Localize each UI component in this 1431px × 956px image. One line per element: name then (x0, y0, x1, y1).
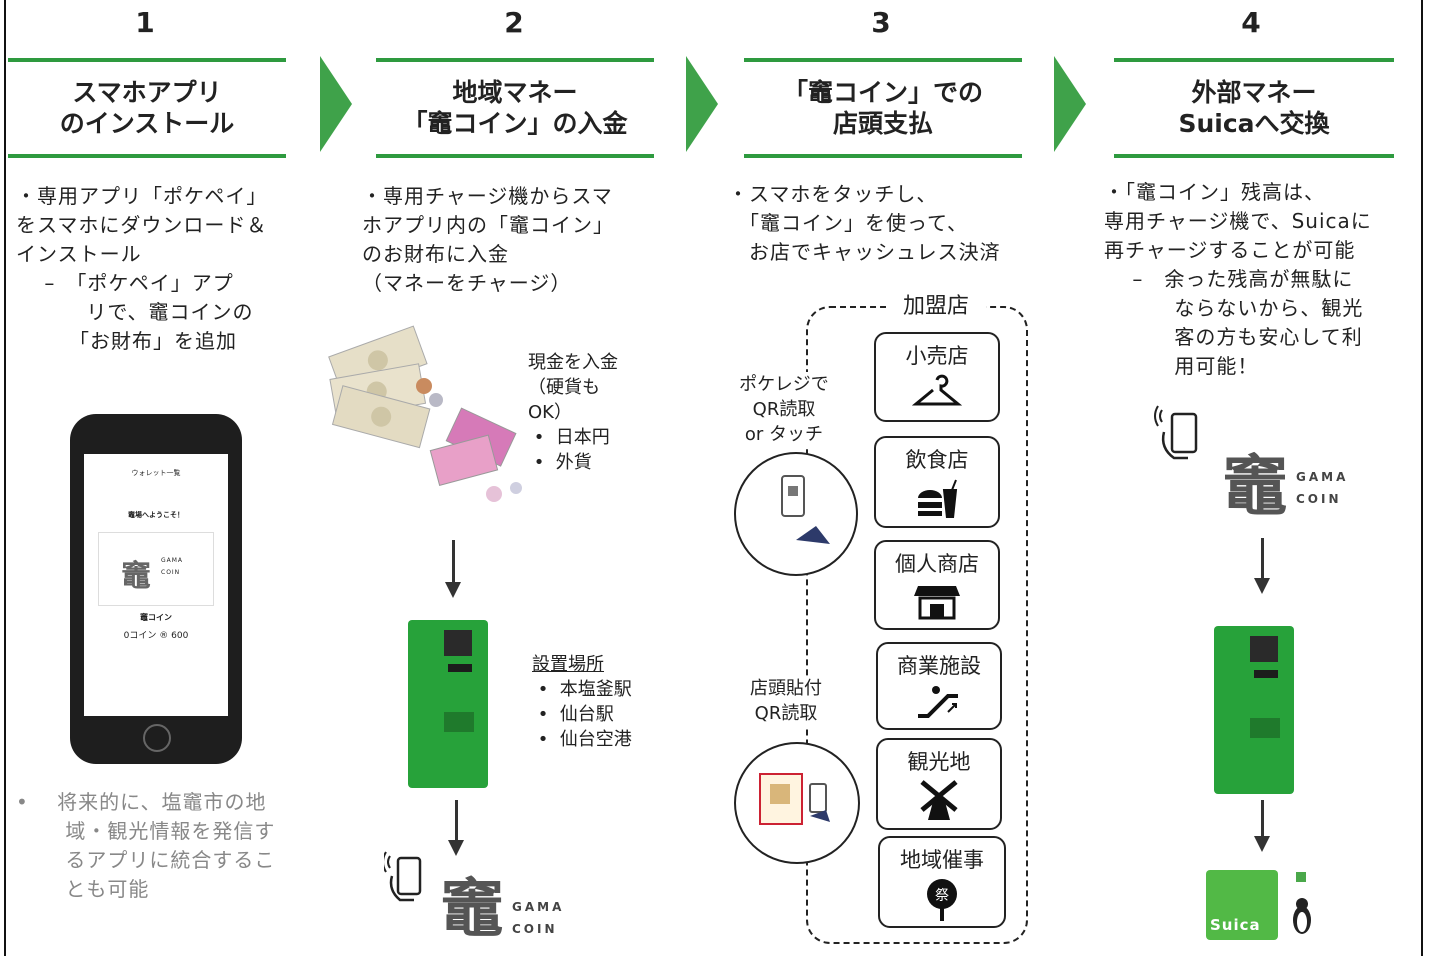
step-arrow-icon (686, 56, 718, 152)
step-2-number: 2 (504, 6, 524, 39)
phone-coin-card: 竈 GAMA COIN (98, 532, 214, 606)
fast-food-icon (918, 479, 958, 518)
step-4-title-line2: Suicaへ交換 (1178, 109, 1330, 138)
qr-scan-circle (734, 452, 858, 576)
down-arrow-icon (445, 582, 461, 598)
member-stores-title: 加盟店 (886, 292, 986, 322)
gamacoin-logo-gama: GAMA (512, 900, 565, 914)
phone-touch-icon (384, 851, 422, 902)
phone-logo-coin: COIN (161, 569, 181, 576)
suica-card: Suica (1206, 870, 1278, 940)
install-location-list: • 本塩釜駅 • 仙台駅 • 仙台空港 (537, 679, 632, 750)
storefront-qr-note: 店頭貼付 QR読取 (734, 676, 838, 726)
gamacoin-logo-coin: COIN (512, 922, 558, 936)
step-4-number: 4 (1241, 6, 1261, 39)
cash-deposit-note: 現金を入金 （硬貨も OK） • 日本円 • 外貨 (528, 352, 618, 473)
step-3-description: ・スマホをタッチし、 「竈コイン」を使って、 お店でキャッシュレス決済 (728, 182, 1001, 264)
machine-tray (444, 712, 474, 732)
flow-arrow-shaft (1261, 800, 1264, 840)
member-tourist-label: 観光地 (907, 750, 971, 774)
cash-and-coins-icon (328, 325, 522, 502)
machine-slot (448, 664, 472, 672)
gamacoin-logo-icon: 竈 (1222, 447, 1288, 525)
down-arrow-icon (1254, 578, 1270, 594)
home-button-icon (143, 724, 171, 752)
member-restaurant: 飲食店 (874, 436, 1000, 528)
penguin-icon (1293, 872, 1311, 934)
smartphone-image: ウォレット一覧 竈場へようこそ！ 竈 GAMA COIN 竈コイン 0コイン ®… (70, 414, 242, 764)
step-1-header: スマホアプリ のインストール (8, 58, 286, 158)
gamacoin-logo-icon: 竈 (440, 872, 504, 947)
step-1-title-line2: のインストール (59, 109, 235, 138)
flow-arrow-shaft (452, 540, 455, 586)
step-3-number: 3 (871, 6, 891, 39)
phone-logo-gama: GAMA (161, 557, 184, 564)
member-private-shop: 個人商店 (874, 540, 1000, 630)
step-2-header: 地域マネー 「竈コイン」の入金 (376, 58, 654, 158)
phone-welcome: 竈場へようこそ！ (128, 511, 184, 519)
phone-touch-icon (1154, 405, 1198, 460)
member-restaurant-label: 飲食店 (905, 448, 969, 472)
escalator-icon (918, 686, 958, 718)
member-retail-label: 小売店 (905, 344, 969, 368)
step-arrow-icon (1054, 56, 1086, 152)
charge-machine-icon (408, 620, 488, 788)
phone-wallet-title: ウォレット一覧 (131, 469, 181, 477)
machine-screen (1250, 636, 1278, 662)
flow-arrow-shaft (455, 800, 458, 844)
phone-coin-label: 竈コイン (140, 613, 172, 622)
step-2-description: ・専用チャージ機からスマ ホアプリ内の「竈コイン」 のお財布に入金 （マネーをチ… (362, 184, 614, 295)
phone-scan-icon (781, 475, 830, 544)
frame-left-border (4, 0, 6, 956)
step-2-title-line1: 地域マネー (452, 78, 578, 107)
member-tourist-spot: 観光地 (876, 738, 1002, 830)
hanger-icon (912, 374, 962, 406)
flow-arrow-shaft (1261, 538, 1264, 582)
step-arrow-icon (320, 56, 352, 152)
member-commercial-facility: 商業施設 (876, 642, 1002, 730)
gamacoin-logo-icon: 竈 (121, 559, 151, 594)
phone-screen: ウォレット一覧 竈場へようこそ！ 竈 GAMA COIN 竈コイン 0コイン ®… (84, 454, 228, 716)
storefront-icon (914, 586, 960, 620)
svg-text:祭: 祭 (935, 888, 949, 904)
member-commercial-label: 商業施設 (897, 654, 981, 678)
pocket-register-note: ポケレジで QR読取 or タッチ (732, 372, 836, 447)
step-1-note: • 将来的に、塩竈市の地 域・観光情報を発信す るアプリに統合するこ とも可能 (16, 790, 276, 901)
machine-slot (1254, 670, 1278, 678)
step-1-description: ・専用アプリ「ポケペイ」 をスマホにダウンロード＆ インストール – 「ポケペイ… (16, 184, 268, 353)
down-arrow-icon (1254, 836, 1270, 852)
machine-tray (1250, 718, 1280, 738)
charge-machine-icon (1214, 626, 1294, 794)
qr-stand-icon (759, 773, 830, 825)
member-local-event-label: 地域催事 (900, 848, 984, 872)
step-1-number: 1 (135, 6, 155, 39)
phone-balance: 0コイン ® 600 (123, 631, 189, 641)
member-local-event: 地域催事 祭 (878, 836, 1006, 928)
storefront-qr-circle (734, 742, 860, 864)
step-1-title-line1: スマホアプリ (72, 78, 222, 107)
step-3-header: 「竈コイン」での 店頭支払 (744, 58, 1022, 158)
step-4-description: ・「竈コイン」残高は、 専用チャージ機で、Suicaに 再チャージすることが可能… (1104, 180, 1372, 378)
frame-right-border (1421, 0, 1423, 956)
step-2-title-line2: 「竈コイン」の入金 (402, 109, 628, 138)
down-arrow-icon (448, 840, 464, 856)
suica-card-label: Suica (1210, 916, 1261, 934)
step-4-title-line1: 外部マネー (1191, 78, 1317, 107)
festival-fan-icon: 祭 (927, 879, 957, 921)
gamacoin-logo-coin: COIN (1296, 492, 1342, 506)
member-retail-store: 小売店 (874, 332, 1000, 422)
windmill-icon (920, 780, 958, 820)
step-4-header: 外部マネー Suicaへ交換 (1114, 58, 1394, 158)
gamacoin-logo-gama: GAMA (1296, 470, 1349, 484)
step-3-title-line2: 店頭支払 (832, 109, 933, 138)
machine-screen (444, 630, 472, 656)
step-3-title-line1: 「竈コイン」での (782, 78, 983, 107)
install-location-title: 設置場所 (532, 654, 604, 675)
member-private-shop-label: 個人商店 (895, 552, 979, 576)
